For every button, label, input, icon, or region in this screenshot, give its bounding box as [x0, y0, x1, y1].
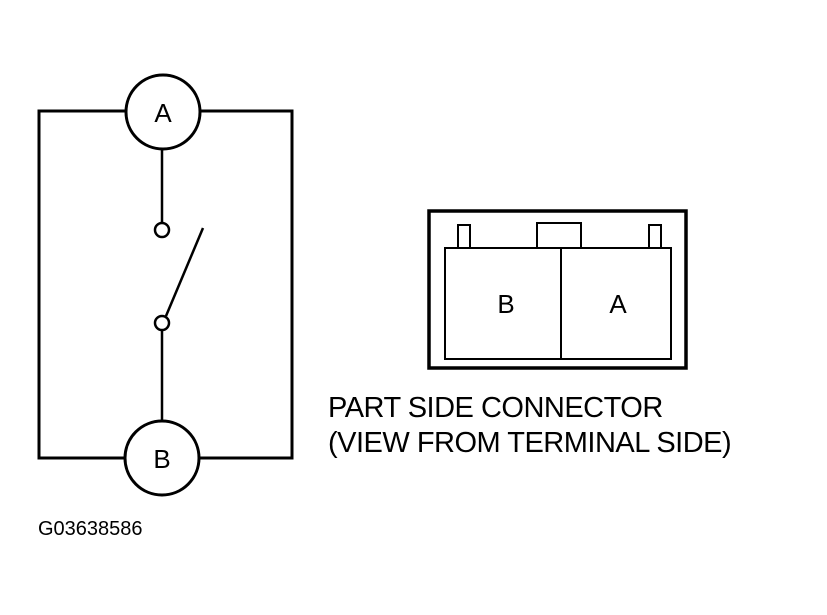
terminal-b-label: B — [153, 444, 170, 474]
connector-latch-left — [457, 224, 471, 249]
terminal-b-circle — [123, 419, 201, 497]
switch-contact-upper — [153, 221, 171, 239]
terminal-b: B — [123, 419, 201, 497]
switch-contact-lower — [153, 314, 171, 332]
connector-body — [444, 247, 672, 360]
terminal-a-label: A — [154, 98, 172, 128]
connector-lock-tab — [536, 222, 582, 249]
switch-lever — [164, 227, 205, 317]
connector-housing — [427, 209, 688, 370]
cavity-a-label: A — [609, 289, 627, 319]
connector-caption-view: (VIEW FROM TERMINAL SIDE) — [328, 427, 732, 459]
part-side-connector: B A — [427, 209, 688, 370]
figure-id: G03638586 — [38, 518, 143, 540]
terminal-a-circle — [124, 73, 202, 151]
terminal-a: A — [124, 73, 202, 151]
cavity-b-label: B — [497, 289, 514, 319]
connector-latch-right — [648, 224, 662, 249]
wire-loop — [37, 109, 294, 460]
connector-caption-title: PART SIDE CONNECTOR — [328, 392, 663, 424]
switch-schematic: A B — [37, 73, 294, 497]
